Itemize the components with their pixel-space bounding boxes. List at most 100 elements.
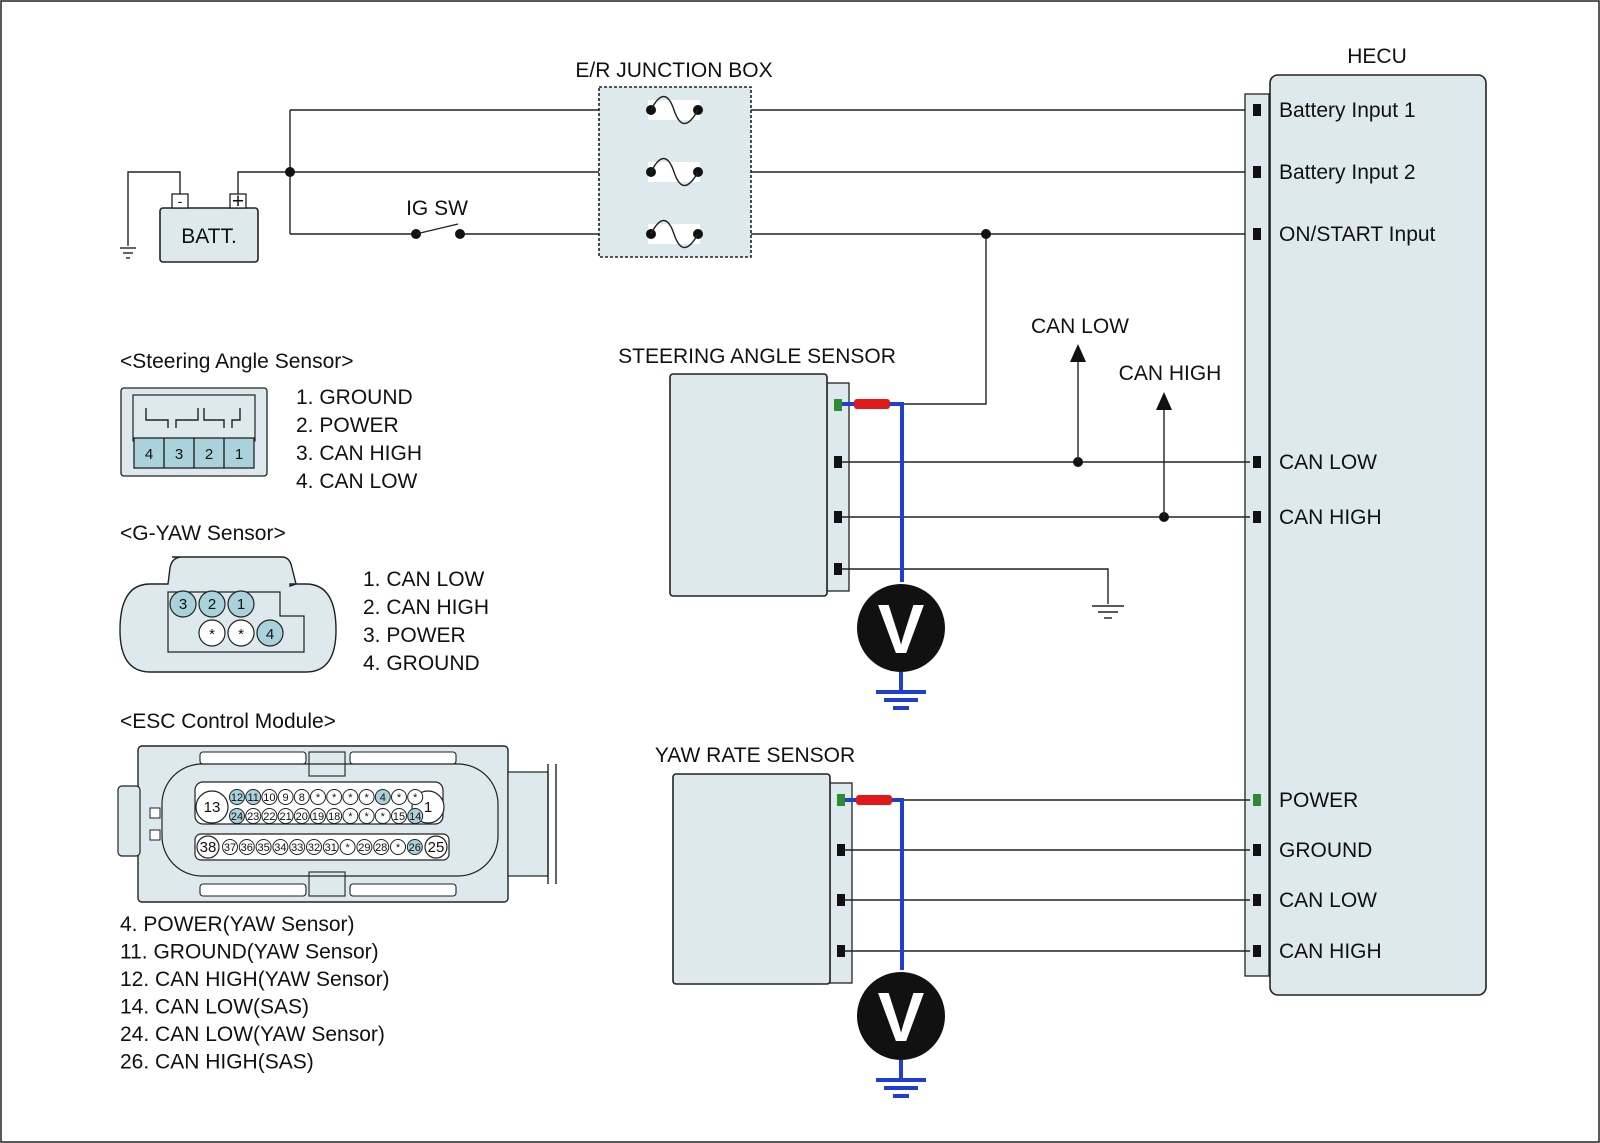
hecu-pin-label: CAN HIGH (1279, 506, 1382, 529)
esc-pin-large (195, 790, 229, 824)
esc-pin-description: 11. GROUND(YAW Sensor) (120, 941, 379, 964)
steering-angle-sensor: STEERING ANGLE SENSOR (618, 345, 896, 597)
meter-symbol: V (878, 590, 925, 668)
esc-pin (245, 808, 262, 824)
can-low-arrow-icon (1070, 344, 1086, 362)
esc-pin (229, 789, 245, 805)
steering-sensor-body (669, 373, 828, 597)
esc-pin-description: 14. CAN LOW(SAS) (120, 996, 309, 1019)
gyaw-pin-number: * (238, 626, 244, 643)
esc-pin (356, 839, 373, 855)
esc-pin (293, 789, 310, 805)
esc-pin-number: 19 (312, 811, 324, 823)
esc-pin (277, 808, 294, 824)
esc-pin (229, 808, 245, 824)
esc-pin (261, 808, 278, 824)
probe-red (856, 795, 892, 805)
gyaw-pin-number: 1 (237, 596, 245, 613)
esc-pin (310, 808, 326, 824)
esc-pin-number: * (345, 842, 350, 854)
gyaw-pin (227, 619, 255, 647)
esc-pin-number: 9 (283, 792, 289, 804)
esc-pin-number: 25 (428, 839, 445, 856)
hecu-pin-terminal (1253, 511, 1261, 523)
esc-pin (407, 808, 424, 824)
gyaw-pin (227, 590, 255, 618)
hecu-pin-label: ON/START Input (1279, 223, 1436, 246)
hecu-pin-label: CAN LOW (1279, 889, 1377, 912)
esc-pin-number: * (332, 792, 337, 804)
gyaw-pin (169, 590, 197, 618)
esc-pin-number: * (316, 792, 321, 804)
sas-legend-title: <Steering Angle Sensor> (120, 350, 354, 373)
gyaw-connector-icon (119, 556, 337, 673)
gyaw-pin-number: 3 (179, 596, 187, 613)
sas-pin-number: 1 (235, 446, 243, 463)
hecu-pin-terminal (1253, 794, 1261, 806)
junction-dot (285, 167, 295, 177)
esc-pin-description: 24. CAN LOW(YAW Sensor) (120, 1023, 385, 1046)
steering-connector-strip (826, 382, 850, 592)
esc-pin (358, 808, 375, 824)
esc-pin-number: 21 (279, 811, 291, 823)
esc-pin (407, 789, 424, 805)
meter-symbol: V (878, 978, 925, 1056)
junction-box: E/R JUNCTION BOX (575, 59, 773, 258)
hecu-pin-terminal (1253, 945, 1261, 957)
gyaw-pin-description: 1. CAN LOW (363, 568, 485, 591)
esc-pin (306, 839, 322, 855)
esc-pin (255, 839, 272, 855)
gyaw-pin (256, 619, 284, 647)
hecu-pin-terminal (1253, 456, 1261, 468)
esc-pin-number: 15 (393, 811, 405, 823)
gyaw-pin-number: 4 (266, 626, 274, 643)
esc-pin-number: 10 (263, 792, 275, 804)
esc-pin-number: * (364, 792, 369, 804)
hecu-pin-label: CAN HIGH (1279, 940, 1382, 963)
esc-pin-number: 4 (380, 792, 386, 804)
esc-pin-number: * (397, 792, 402, 804)
gyaw-pin (198, 590, 226, 618)
ig-sw-label: IG SW (406, 197, 468, 220)
esc-pin (358, 789, 375, 805)
esc-pin-number: 37 (224, 842, 236, 854)
esc-pin-number: 1 (424, 799, 432, 816)
ground-symbol-steering (1092, 605, 1124, 619)
gyaw-pin-description: 4. GROUND (363, 652, 480, 675)
esc-pin (261, 789, 278, 805)
battery-plus-label: + (232, 190, 244, 213)
gyaw-pin-description: 3. POWER (363, 624, 466, 647)
esc-pin (222, 839, 238, 855)
sas-pin-description: 2. POWER (296, 414, 399, 437)
esc-pin-number: 22 (263, 811, 275, 823)
esc-pin-number: * (381, 811, 386, 823)
esc-pin (322, 839, 339, 855)
esc-pin-description: 12. CAN HIGH(YAW Sensor) (120, 968, 390, 991)
hecu-pin-label: GROUND (1279, 839, 1372, 862)
esc-pin-number: * (348, 792, 353, 804)
esc-pin-number: 13 (204, 799, 221, 816)
ignition-switch: IG SW (406, 197, 468, 239)
esc-pin (277, 789, 294, 805)
sas-pin-number: 2 (205, 446, 213, 463)
esc-pin-large (424, 835, 448, 859)
fuse (646, 95, 703, 125)
esc-pin (342, 808, 359, 824)
esc-pin-number: 24 (231, 811, 243, 823)
power-wires (127, 109, 1250, 405)
esc-pin-number: 36 (241, 842, 253, 854)
esc-pin-description: 4. POWER(YAW Sensor) (120, 913, 355, 936)
esc-pin (326, 789, 343, 805)
esc-pin-number: 31 (325, 842, 337, 854)
esc-pin-number: 26 (409, 842, 421, 854)
can-high-arrow-icon (1156, 392, 1172, 410)
ground-symbol-battery (120, 247, 136, 259)
esc-pin-number: 12 (231, 792, 243, 804)
esc-pin-number: * (413, 792, 418, 804)
gyaw-pin-description: 2. CAN HIGH (363, 596, 489, 619)
esc-pin-number: 35 (257, 842, 269, 854)
hecu-pin-terminal (1253, 228, 1261, 240)
hecu-pin-label: CAN LOW (1279, 451, 1377, 474)
